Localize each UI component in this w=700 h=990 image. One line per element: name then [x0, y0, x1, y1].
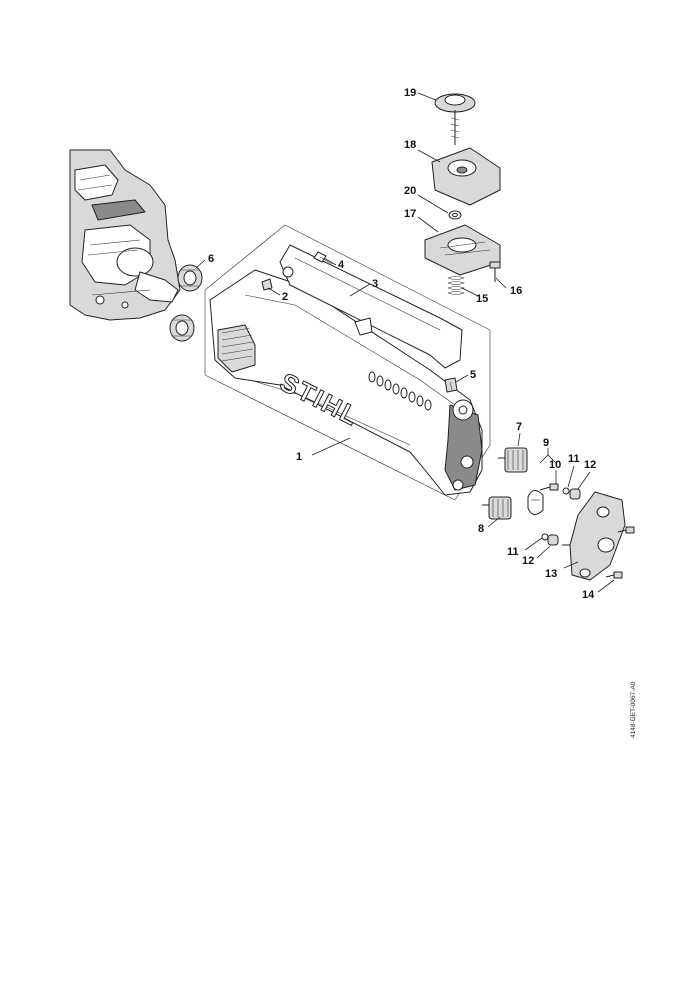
- washer-item-11-upper: [562, 487, 570, 495]
- washer-item-20: [448, 210, 462, 220]
- engine-housing-icon: [69, 149, 181, 321]
- callout-9: 9: [543, 437, 549, 449]
- callout-15: 15: [476, 293, 488, 305]
- annular-buffer-lower: [169, 314, 195, 342]
- sleeve-item-12-upper: [569, 488, 581, 500]
- callout-20: 20: [404, 185, 416, 197]
- callout-7: 7: [516, 421, 522, 433]
- callout-2: 2: [282, 291, 288, 303]
- callout-18: 18: [404, 139, 416, 151]
- callout-16: 16: [510, 285, 522, 297]
- callout-4: 4: [338, 259, 345, 271]
- callout-13: 13: [545, 568, 557, 580]
- drawing-code: 4148-GET-0067-A0: [630, 681, 637, 738]
- clip-item-2: [261, 278, 273, 291]
- callout-17: 17: [404, 208, 416, 220]
- cover-strip: [279, 244, 463, 369]
- cap-item-18: [431, 147, 501, 206]
- screw-item-16: [489, 261, 501, 282]
- callout-6: 6: [208, 253, 214, 265]
- callout-3: 3: [372, 278, 378, 290]
- screw-item-10: [539, 483, 559, 491]
- spring-item-8: [482, 496, 512, 520]
- callout-11-lower: 11: [507, 546, 519, 558]
- vent-slots: [368, 371, 432, 411]
- screw-item-14: [605, 526, 635, 579]
- callout-10: 10: [549, 459, 561, 471]
- spring-item-7: [498, 447, 528, 473]
- callout-12: 12: [584, 459, 596, 471]
- assembly-frame: [204, 224, 491, 501]
- clamp-item-9: [527, 490, 544, 515]
- plate-item-13: [562, 491, 626, 581]
- screw-item-4: [313, 251, 333, 265]
- callout-14: 14: [582, 589, 595, 601]
- callout-12-lower: 12: [522, 555, 534, 567]
- nut-item-5: [444, 377, 458, 393]
- mount-item-17: [424, 224, 501, 276]
- callout-19: 19: [404, 87, 416, 99]
- callout-labels: 1 2 3 4 5 6 7 8 9 10 11 12 13 14 15 16 1…: [208, 87, 596, 601]
- sleeve-item-12-lower: [547, 534, 559, 546]
- annular-buffer-upper: [177, 264, 203, 292]
- callout-5: 5: [470, 369, 476, 381]
- callout-11: 11: [568, 453, 580, 465]
- leader-lines: [195, 92, 615, 593]
- callout-1: 1: [296, 451, 302, 463]
- knob-item-19: [434, 93, 476, 145]
- spring-icon: [447, 276, 465, 295]
- callout-8: 8: [478, 523, 484, 535]
- washer-item-11-lower: [541, 533, 549, 541]
